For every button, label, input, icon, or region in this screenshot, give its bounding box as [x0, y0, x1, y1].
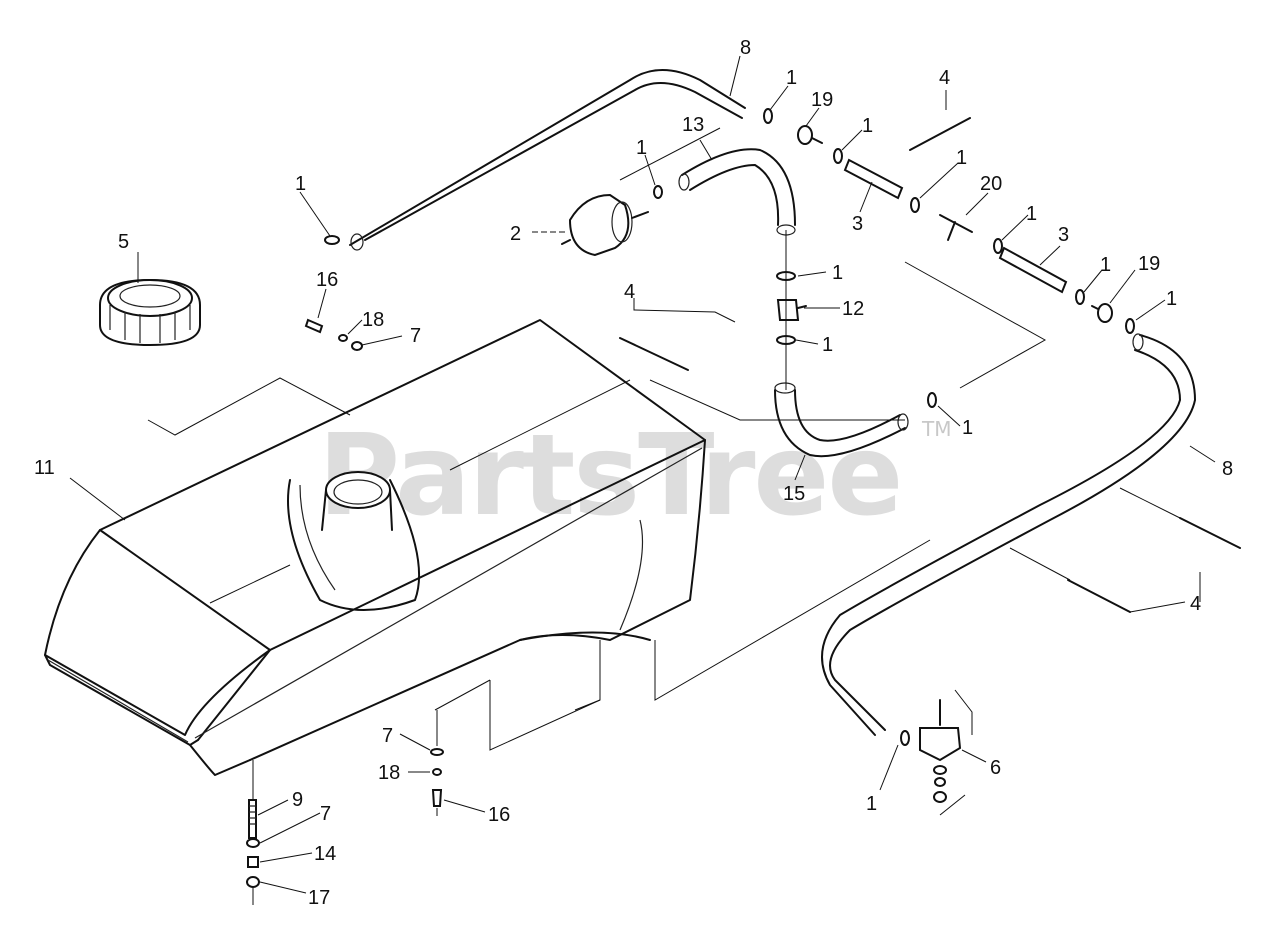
callout-1: 1 [786, 67, 797, 89]
hose-rod-part-4-c[interactable] [1179, 517, 1241, 549]
hose-clamp-part-1-set[interactable] [324, 108, 1135, 746]
callout-4: 4 [1190, 593, 1201, 615]
fuel-hose-part-13[interactable] [678, 148, 796, 236]
fuel-shutoff-valve-part-6[interactable] [919, 689, 973, 816]
watermark-brand: PartsTree [318, 411, 901, 541]
shutoff-valve-part-12[interactable] [776, 299, 807, 321]
washer-part-7-b[interactable] [430, 748, 444, 756]
callout-16: 16 [316, 269, 338, 291]
washer-part-7-a[interactable] [351, 341, 363, 351]
callout-7: 7 [410, 325, 421, 347]
hose-rod-part-4-d[interactable] [1067, 579, 1131, 613]
callout-18: 18 [362, 309, 384, 331]
washer-part-18-a[interactable] [338, 334, 348, 342]
fuel-tank-part-11[interactable] [44, 319, 931, 776]
hose-rod-part-4-b[interactable] [619, 337, 689, 371]
fuel-filter-part-2[interactable] [561, 193, 649, 257]
callout-1: 1 [962, 417, 973, 439]
callout-13: 13 [682, 114, 704, 136]
callout-labels: 8 1 19 4 13 1 1 1 20 1 3 3 2 5 1 16 18 7… [34, 37, 1233, 909]
leader-lines [69, 55, 1216, 905]
screw-part-16-a[interactable] [304, 318, 324, 334]
fuel-hose-part-3-b[interactable] [998, 246, 1068, 294]
callout-19: 19 [811, 89, 833, 111]
washer-part-18-b[interactable] [432, 768, 442, 776]
callout-8: 8 [740, 37, 751, 59]
callout-1: 1 [862, 115, 873, 137]
callout-4: 4 [624, 281, 635, 303]
hose-rod-part-4-a[interactable] [909, 117, 971, 151]
fuel-cap-part-5[interactable] [99, 278, 201, 347]
callout-15: 15 [783, 483, 805, 505]
callout-1: 1 [866, 793, 877, 815]
washer-part-7-c[interactable] [246, 838, 260, 848]
callout-19: 19 [1138, 253, 1160, 275]
callout-12: 12 [842, 298, 864, 320]
callout-6: 6 [990, 757, 1001, 779]
callout-1: 1 [636, 137, 647, 159]
callout-16: 16 [488, 804, 510, 826]
callout-9: 9 [292, 789, 303, 811]
fuel-hose-part-3-a[interactable] [843, 158, 904, 200]
stud-part-9[interactable] [248, 799, 257, 839]
callout-11: 11 [34, 457, 55, 479]
fuel-hose-part-8-upper[interactable] [349, 69, 746, 251]
callout-20: 20 [980, 173, 1002, 195]
tee-fitting-part-20[interactable] [939, 214, 973, 241]
fitting-part-19-b[interactable] [1091, 303, 1113, 323]
fuel-hose-part-15[interactable] [774, 382, 909, 458]
callout-17: 17 [308, 887, 330, 909]
callout-1: 1 [295, 173, 306, 195]
callout-2: 2 [510, 223, 521, 245]
callout-1: 1 [1026, 203, 1037, 225]
callout-14: 14 [314, 843, 336, 865]
watermark-trademark: TM [921, 417, 951, 441]
fitting-part-19-a[interactable] [797, 125, 823, 145]
nut-part-14[interactable] [247, 856, 259, 868]
callout-1: 1 [1166, 288, 1177, 310]
callout-7: 7 [382, 725, 393, 747]
callout-1: 1 [822, 334, 833, 356]
callout-1: 1 [956, 147, 967, 169]
callout-3: 3 [1058, 224, 1069, 246]
screw-part-16-b[interactable] [431, 789, 443, 807]
callout-7: 7 [320, 803, 331, 825]
callout-1: 1 [1100, 254, 1111, 276]
callout-4: 4 [939, 67, 950, 89]
callout-5: 5 [118, 231, 129, 253]
fuel-hose-part-8-lower[interactable] [821, 333, 1196, 736]
callout-1: 1 [832, 262, 843, 284]
callout-3: 3 [852, 213, 863, 235]
callout-8: 8 [1222, 458, 1233, 480]
washer-part-17[interactable] [246, 876, 260, 888]
callout-18: 18 [378, 762, 400, 784]
